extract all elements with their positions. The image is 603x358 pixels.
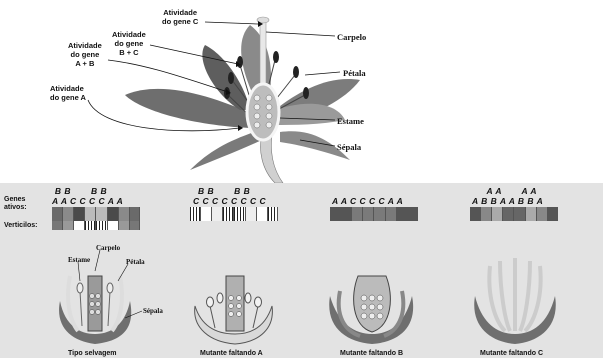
panel4-gene-strip <box>470 207 558 221</box>
title-wild-type: Tipo selvagem <box>68 350 117 357</box>
panel4-top-letters: A A A A <box>484 186 537 196</box>
label-estame: Estame <box>337 116 364 126</box>
panel1-bottom-letters: A A C C C C A A <box>52 196 123 206</box>
panel1-whorl-strip <box>52 221 140 230</box>
stem <box>261 135 283 183</box>
label-petala: Pétala <box>343 68 366 78</box>
panel3-gene-strip <box>330 207 418 221</box>
panel1-top-letters: B B B B <box>52 186 107 196</box>
label-sepala: Sépala <box>337 142 361 152</box>
panel4-bottom-letters: A B B A A B B A <box>472 196 543 206</box>
panel2-gene-strip <box>190 207 278 221</box>
label-carpelo: Carpelo <box>337 32 366 42</box>
title-mutant-a: Mutante faltando A <box>200 350 263 357</box>
panel2-top-letters: B B B B <box>198 186 250 196</box>
wild-label-leaders <box>0 236 603 358</box>
panel1-gene-strip <box>52 207 140 221</box>
sepal-left <box>190 130 262 170</box>
panel2-bottom-letters: C C C C C C C C <box>193 196 266 206</box>
title-mutant-c: Mutante faltando C <box>480 350 543 357</box>
panel3-bottom-letters: A A C C C C A A <box>332 196 403 206</box>
flower-illustration <box>0 0 603 183</box>
title-mutant-b: Mutante faltando B <box>340 350 403 357</box>
row-label-verticilos: Verticilos: <box>4 221 37 230</box>
